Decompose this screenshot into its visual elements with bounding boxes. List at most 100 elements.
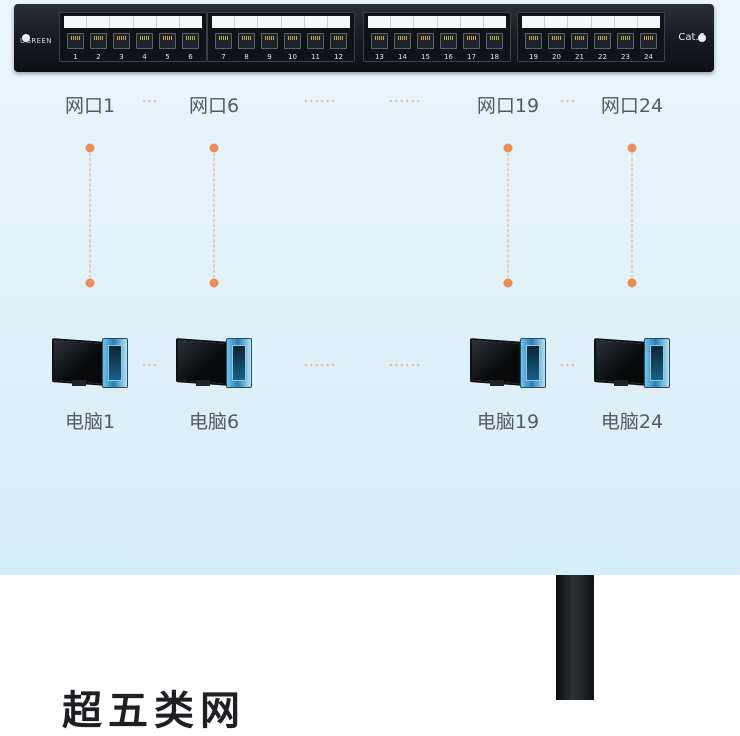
port-label-1: 网口1 [64,95,116,117]
monitor-stand [614,380,628,386]
port-label-24: 网口24 [600,95,664,117]
port-number: 17 [467,53,476,61]
rj45-jack-icon [463,33,480,49]
port-number: 12 [334,53,343,61]
port-number: 20 [552,53,561,61]
computer-6 [176,338,252,388]
connection-node [503,143,513,153]
label-strip [212,16,350,28]
rj45-jack-icon [307,33,324,49]
pc-tower-icon [102,338,128,388]
rj45-jack-icon [617,33,634,49]
computer-24 [594,338,670,388]
pc-tower-icon [226,338,252,388]
rj45-jack-icon [486,33,503,49]
rj45-jack-icon [284,33,301,49]
computer-label-6: 电脑6 [188,411,240,433]
rj45-jack-icon [90,33,107,49]
rj45-jack-icon [571,33,588,49]
port-bank-3: 13 14 15 16 17 18 [363,12,511,62]
rj45-jack-icon [640,33,657,49]
port-number: 11 [311,53,320,61]
port-number: 6 [188,53,193,61]
section-headline: 超五类网 [62,688,246,734]
pc-tower-icon [520,338,546,388]
monitor-icon [176,338,230,386]
connection-line-1 [89,148,91,283]
monitor-stand [196,380,210,386]
port-number: 18 [490,53,499,61]
port-number: 5 [165,53,170,61]
monitor-stand [490,380,504,386]
cat-label: Cat.6 [678,32,705,43]
port-bank-4: 19 20 21 22 23 24 [517,12,665,62]
label-strip [64,16,202,28]
port-number: 8 [244,53,249,61]
connection-node [503,278,513,288]
connection-line-6 [213,148,215,283]
port-number: 4 [142,53,147,61]
port-number: 2 [96,53,101,61]
label-strip [368,16,506,28]
rj45-jack-icon [67,33,84,49]
rj45-jack-icon [417,33,434,49]
ellipsis-dots: ······ [388,94,422,110]
rj45-jack-icon [330,33,347,49]
brand-logo: UGREEN [20,37,52,45]
port-number: 19 [529,53,538,61]
network-cable [556,575,594,700]
port-number: 23 [621,53,630,61]
connection-node [85,143,95,153]
rj45-jack-icon [238,33,255,49]
rj45-jack-icon [594,33,611,49]
monitor-icon [52,338,106,386]
ellipsis-dots: ··· [559,94,577,110]
rj45-jack-icon [440,33,457,49]
computer-label-1: 电脑1 [64,411,116,433]
port-number: 15 [421,53,430,61]
connection-node [627,143,637,153]
monitor-stand [72,380,86,386]
computer-19 [470,338,546,388]
connection-node [209,143,219,153]
port-number: 7 [221,53,226,61]
computer-label-19: 电脑19 [476,411,540,433]
ellipsis-dots: ······ [303,358,337,374]
rj45-jack-icon [215,33,232,49]
port-number: 13 [375,53,384,61]
computer-1 [52,338,128,388]
port-label-19: 网口19 [476,95,540,117]
port-number: 21 [575,53,584,61]
port-number: 14 [398,53,407,61]
monitor-icon [594,338,648,386]
connection-line-19 [507,148,509,283]
port-number: 1 [73,53,78,61]
port-number: 16 [444,53,453,61]
connection-line-24 [631,148,633,283]
mount-hole-right [698,34,706,42]
ellipsis-dots: ··· [141,358,159,374]
computer-label-24: 电脑24 [600,411,664,433]
mount-hole-left [22,34,30,42]
port-number: 10 [288,53,297,61]
rj45-jack-icon [113,33,130,49]
rj45-jack-icon [525,33,542,49]
port-number: 3 [119,53,124,61]
rj45-jack-icon [394,33,411,49]
connection-node [627,278,637,288]
connection-node [85,278,95,288]
rj45-jack-icon [261,33,278,49]
ellipsis-dots: ··· [141,94,159,110]
port-number: 22 [598,53,607,61]
pc-tower-icon [644,338,670,388]
ellipsis-dots: ··· [559,358,577,374]
ellipsis-dots: ······ [388,358,422,374]
rj45-jack-icon [136,33,153,49]
port-bank-1: 1 2 3 4 5 6 [59,12,207,62]
rj45-jack-icon [159,33,176,49]
label-strip [522,16,660,28]
port-number: 24 [644,53,653,61]
monitor-icon [470,338,524,386]
